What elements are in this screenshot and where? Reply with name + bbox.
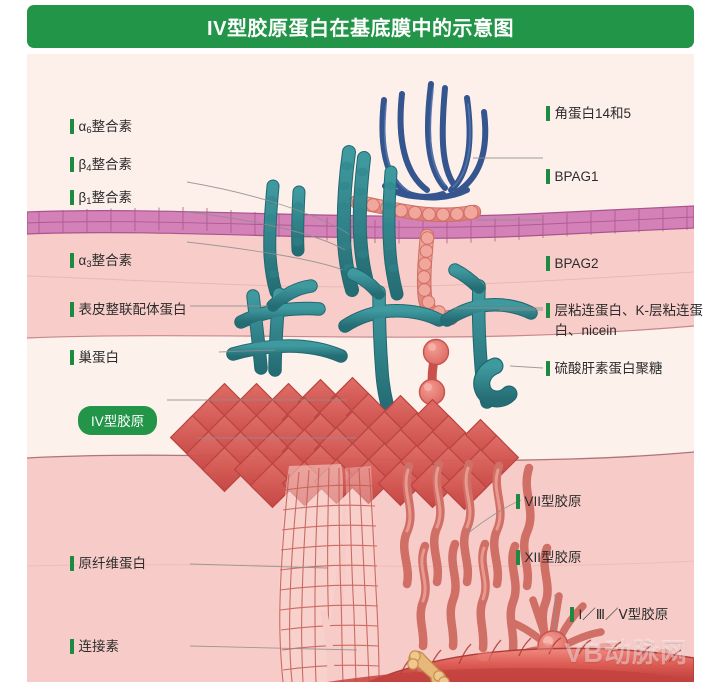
integrin-pair-1 [263,179,306,299]
label-laminin-text: 层粘连蛋白、K-层粘连蛋白、nicein [554,303,704,339]
label-marker-bar [70,190,74,205]
label-keratin: 角蛋白14和5 [546,104,631,124]
nidogen-molecule [473,357,518,408]
label-nexin: 连接素 [70,637,119,657]
label-bpag2: BPAG2 [546,254,599,274]
badge-collagen-iv-text: IV型胶原 [91,414,145,429]
leader-epiligrin [218,349,276,353]
label-fibrillin-text: 原纤维蛋白 [78,556,147,571]
label-marker-bar [546,169,550,184]
leader-lines [167,157,556,651]
label-collagen-xii-text: XII型胶原 [524,550,582,565]
label-bpag1-text: BPAG1 [554,169,599,184]
label-marker-bar [70,302,74,317]
label-marker-bar [70,253,74,268]
label-marker-bar [546,106,550,121]
label-keratin-text: 角蛋白14和5 [554,106,632,121]
label-marker-bar [70,157,74,172]
label-integrin-a6: α6整合素 [70,117,132,137]
label-marker-bar [546,361,550,376]
page-title: IV型胶原蛋白在基底膜中的示意图 [207,18,514,40]
label-hspg: 硫酸肝素蛋白聚糖 [546,359,663,379]
label-marker-bar [70,556,74,571]
integrin-pair-3 [382,165,404,301]
diagram-canvas: VB动脉网 [27,54,694,682]
label-collagen-xii: XII型胶原 [516,548,582,568]
collagen-vii-fibrils-highlight [404,466,502,603]
basement-membrane-illustration [27,54,694,682]
label-integrin-a3-text: α3整合素 [78,253,133,270]
leader-integrin-a6 [186,181,350,235]
label-bpag2-text: BPAG2 [554,256,599,271]
collagen-iv-network [169,376,520,511]
badge-collagen-iv: IV型胶原 [78,406,158,435]
label-epiligrin-text: 表皮整联配体蛋白 [78,302,187,317]
laminin-molecules [226,263,538,411]
page-title-bar: IV型胶原蛋白在基底膜中的示意图 [27,5,694,48]
label-nexin-text: 连接素 [78,639,120,654]
label-nidogen-text: 巢蛋白 [78,350,120,365]
leader-hspg [509,365,544,369]
label-laminin: 层粘连蛋白、K-层粘连蛋白、nicein [546,301,705,342]
label-collagen-i-iii-v: I／Ⅲ／Ⅴ型胶原 [570,605,668,625]
label-marker-bar [570,607,574,622]
boundary-dermis-inner [27,560,694,567]
label-nidogen: 巢蛋白 [70,348,119,368]
label-marker-bar [546,303,550,318]
label-collagen-vii-text: VII型胶原 [524,494,582,509]
leader-nexin [189,645,358,651]
label-marker-bar [516,494,520,509]
collagen-fibril-bundle [327,637,694,682]
fibrillin-microfibril [279,464,380,682]
label-marker-bar [70,639,74,654]
label-marker-bar [546,256,550,271]
keratin-filaments-highlight [383,89,471,192]
laminin-2 [338,267,446,411]
label-integrin-b4-text: β4整合素 [78,157,133,174]
label-integrin-b1-text: β1整合素 [78,190,133,207]
label-marker-bar [516,550,520,565]
leader-integrin-b4 [186,211,346,251]
label-fibrillin: 原纤维蛋白 [70,554,146,574]
label-collagen-i-iii-v-text: I／Ⅲ／Ⅴ型胶原 [578,607,669,622]
label-marker-bar [70,350,74,365]
label-hspg-text: 硫酸肝素蛋白聚糖 [554,361,663,376]
label-marker-bar [70,119,74,134]
label-integrin-b4: β4整合素 [70,155,132,175]
label-integrin-a3: α3整合素 [70,251,132,271]
boundary-lamina-lucida [27,325,694,339]
label-collagen-vii: VII型胶原 [516,492,582,512]
leader-integrin-b1 [186,241,344,271]
label-bpag1: BPAG1 [546,167,599,187]
leader-fibrillin [189,563,328,569]
hspg-molecule [418,338,450,406]
label-integrin-a6-text: α6整合素 [78,119,133,136]
boundary-inner-cyto [27,271,694,288]
label-epiligrin: 表皮整联配体蛋白 [70,300,187,320]
label-integrin-b1: β1整合素 [70,188,132,208]
